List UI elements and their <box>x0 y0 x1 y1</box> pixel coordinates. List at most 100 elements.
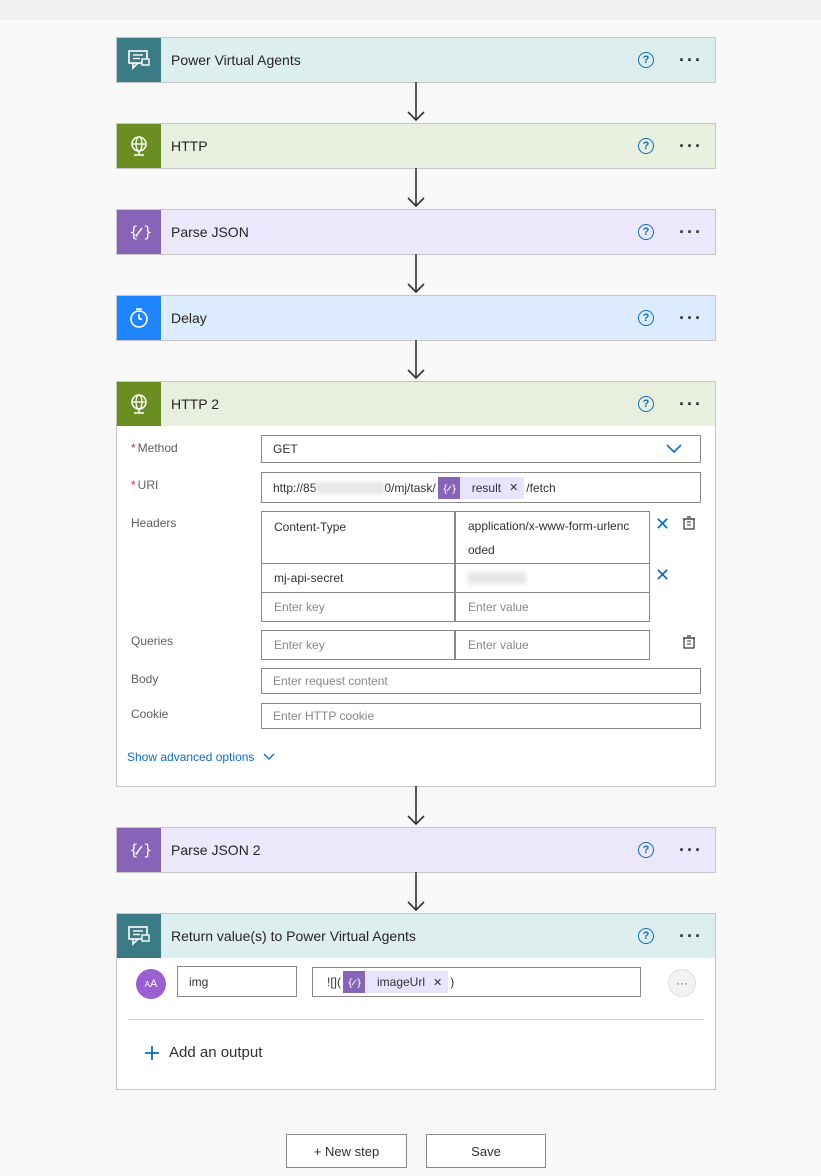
more-options-icon[interactable]: ··· <box>679 136 703 156</box>
output-text-suffix: ) <box>450 975 455 989</box>
header-value-line: oded <box>468 543 495 557</box>
globe-icon <box>117 382 161 426</box>
new-step-button[interactable]: + New step <box>286 1134 407 1168</box>
placeholder-text: Enter key <box>274 638 325 652</box>
avatar-letter: A <box>150 978 158 990</box>
svg-text:}: } <box>451 484 456 495</box>
header-key-field[interactable]: mj-api-secret <box>261 563 455 593</box>
cookie-input[interactable]: Enter HTTP cookie <box>261 703 701 729</box>
switch-to-text-mode-icon[interactable] <box>682 635 696 649</box>
help-icon[interactable]: ? <box>638 52 655 68</box>
svg-text:{: { <box>347 978 353 989</box>
header-value-line: application/x-www-form-urlenc <box>468 519 630 533</box>
arrow-connector <box>407 872 425 912</box>
step-header[interactable]: {} Parse JSON ? ··· <box>117 210 715 254</box>
chevron-down-icon <box>666 444 682 454</box>
expression-icon: {} <box>437 476 460 499</box>
step-power-virtual-agents[interactable]: Power Virtual Agents ? ··· <box>116 37 716 83</box>
headers-label: Headers <box>131 516 177 530</box>
method-value: GET <box>273 442 298 456</box>
step-header[interactable]: Delay ? ··· <box>117 296 715 340</box>
save-button[interactable]: Save <box>426 1134 546 1168</box>
query-value-field[interactable]: Enter value <box>455 630 650 660</box>
step-header[interactable]: Return value(s) to Power Virtual Agents … <box>117 914 715 958</box>
step-delay[interactable]: Delay ? ··· <box>116 295 716 341</box>
chat-bot-icon <box>117 914 161 958</box>
globe-icon <box>117 124 161 168</box>
output-text-prefix: ![]( <box>327 975 341 989</box>
step-header[interactable]: Power Virtual Agents ? ··· <box>117 38 715 82</box>
show-advanced-options-link[interactable]: Show advanced options <box>127 750 275 764</box>
arrow-connector <box>407 254 425 294</box>
svg-text:{: { <box>129 223 139 241</box>
dynamic-content-token[interactable]: {} result ✕ <box>437 476 525 499</box>
step-header[interactable]: HTTP ? ··· <box>117 124 715 168</box>
uri-text-suffix: /fetch <box>526 480 556 495</box>
more-options-icon[interactable]: ··· <box>679 926 703 946</box>
chevron-down-icon <box>263 753 275 760</box>
svg-text:}: } <box>143 223 152 241</box>
step-title: Parse JSON 2 <box>171 842 261 858</box>
delete-header-icon[interactable]: ✕ <box>655 514 671 534</box>
query-key-field[interactable]: Enter key <box>261 630 455 660</box>
expression-icon: {} <box>117 828 161 872</box>
help-icon[interactable]: ? <box>638 224 655 240</box>
more-options-icon[interactable]: ··· <box>679 222 703 242</box>
step-parse-json[interactable]: {} Parse JSON ? ··· <box>116 209 716 255</box>
arrow-connector <box>407 168 425 208</box>
help-icon[interactable]: ? <box>638 138 655 154</box>
expression-icon: {} <box>343 971 365 993</box>
help-icon[interactable]: ? <box>638 928 655 944</box>
placeholder-text: Enter value <box>468 638 529 652</box>
help-icon[interactable]: ? <box>638 396 655 412</box>
method-dropdown[interactable]: GET <box>261 435 701 463</box>
help-icon[interactable]: ? <box>638 842 655 858</box>
arrow-connector <box>407 82 425 122</box>
svg-text:{: { <box>442 484 448 495</box>
step-title: Power Virtual Agents <box>171 52 301 68</box>
output-more-options-icon[interactable]: ··· <box>668 969 696 997</box>
header-value-field[interactable] <box>455 563 650 593</box>
step-title: Return value(s) to Power Virtual Agents <box>171 928 416 944</box>
output-name-value: img <box>189 974 209 989</box>
placeholder-text: Enter request content <box>273 674 388 688</box>
help-icon[interactable]: ? <box>638 310 655 326</box>
new-header-value-field[interactable]: Enter value <box>455 592 650 622</box>
placeholder-text: Enter value <box>468 600 529 614</box>
redacted-region <box>316 481 385 494</box>
step-header[interactable]: {} Parse JSON 2 ? ··· <box>117 828 715 872</box>
delete-header-icon[interactable]: ✕ <box>655 565 671 585</box>
link-label: Show advanced options <box>127 750 255 764</box>
more-options-icon[interactable]: ··· <box>679 840 703 860</box>
new-header-key-field[interactable]: Enter key <box>261 592 455 622</box>
placeholder-text: Enter key <box>274 600 325 614</box>
add-output-button[interactable]: Add an output <box>145 1044 262 1061</box>
more-options-icon[interactable]: ··· <box>679 50 703 70</box>
step-http-2[interactable]: HTTP 2 ? ··· *Method GET *URI http://85 … <box>116 381 716 787</box>
top-bar <box>0 0 821 20</box>
token-label: result <box>471 480 502 495</box>
step-return-values[interactable]: Return value(s) to Power Virtual Agents … <box>116 913 716 1090</box>
dynamic-content-token[interactable]: {} imageUrl ✕ <box>343 971 449 993</box>
more-options-icon[interactable]: ··· <box>679 394 703 414</box>
body-input[interactable]: Enter request content <box>261 668 701 694</box>
more-options-icon[interactable]: ··· <box>679 308 703 328</box>
expression-icon: {} <box>117 210 161 254</box>
cookie-label: Cookie <box>131 707 169 721</box>
remove-token-icon[interactable]: ✕ <box>509 482 519 494</box>
header-key-field[interactable]: Content-Type <box>261 511 455 564</box>
step-http[interactable]: HTTP ? ··· <box>116 123 716 169</box>
output-name-input[interactable]: img <box>177 966 297 997</box>
step-header[interactable]: HTTP 2 ? ··· <box>117 382 715 426</box>
remove-token-icon[interactable]: ✕ <box>433 976 443 989</box>
step-parse-json-2[interactable]: {} Parse JSON 2 ? ··· <box>116 827 716 873</box>
method-label: *Method <box>131 441 178 455</box>
chat-bot-icon <box>117 38 161 82</box>
body-label: Body <box>131 672 159 686</box>
switch-to-text-mode-icon[interactable] <box>682 516 696 530</box>
uri-input[interactable]: http://85 0/mj/task/ {} result ✕ /fetch <box>261 472 701 503</box>
output-value-input[interactable]: ![]( {} imageUrl ✕ ) <box>312 967 641 997</box>
divider <box>129 1019 703 1020</box>
arrow-connector <box>407 340 425 380</box>
header-value-field[interactable]: application/x-www-form-urlenc oded <box>455 511 650 564</box>
